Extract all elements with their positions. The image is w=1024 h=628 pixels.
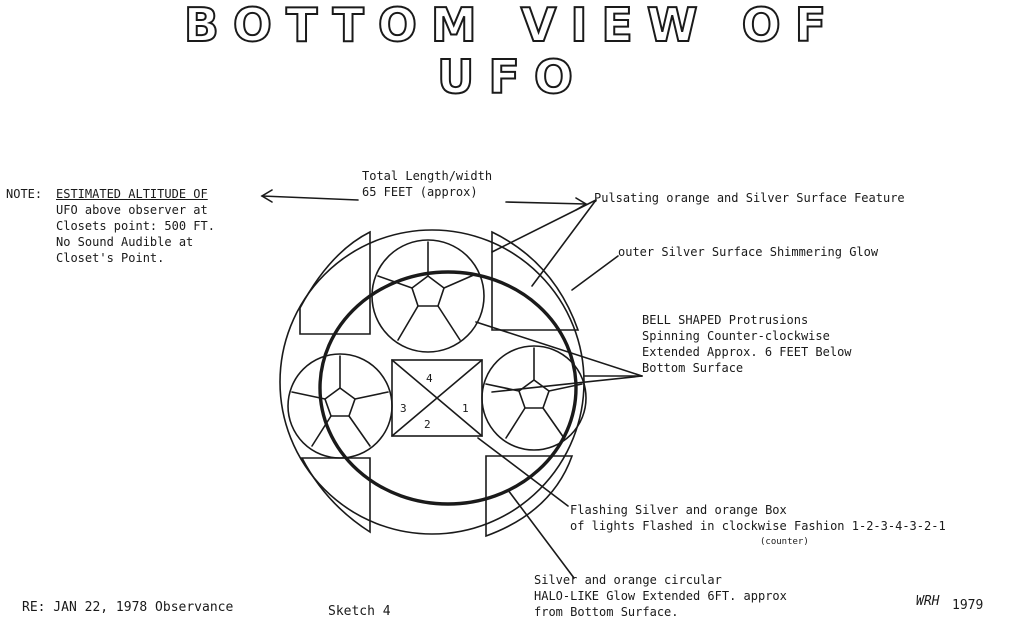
halo-glow-annotation: Silver and orange circular HALO-LIKE Glo…: [534, 572, 787, 620]
quadrant-panel-top-right: [491, 230, 580, 331]
bell-line: BELL SHAPED Protrusions: [642, 313, 809, 327]
signature-year: 1979: [952, 598, 984, 613]
flashing-box-annotation: Flashing Silver and orange Box of lights…: [570, 502, 946, 534]
signature: WRH: [916, 594, 940, 609]
note-line: Closets point: 500 FT.: [56, 219, 215, 233]
counter-note: (counter): [760, 537, 809, 547]
diagram-title-line-2: UFO: [436, 49, 587, 105]
note-line: UFO above observer at: [56, 203, 208, 217]
total-length-annotation: Total Length/width 65 FEET (approx): [362, 168, 492, 200]
flashing-line: Flashing Silver and orange Box: [570, 503, 787, 517]
note-line: No Sound Audible at: [56, 235, 194, 249]
halo-line: from Bottom Surface.: [534, 605, 679, 619]
pulsating-annotation: Pulsating orange and Silver Surface Feat…: [594, 191, 905, 205]
bell-line: Extended Approx. 6 FEET Below: [642, 345, 852, 359]
total-length-line: Total Length/width: [362, 169, 493, 183]
observance-date: RE: JAN 22, 1978 Observance: [22, 600, 234, 615]
quadrant-panel-bottom-left: [300, 457, 371, 534]
note-label: NOTE:: [6, 187, 43, 201]
outer-silver-annotation: outer Silver Surface Shimmering Glow: [618, 245, 879, 259]
halo-glow-ring: [318, 270, 578, 506]
quadrant-panel-bottom-right: [485, 455, 574, 538]
box-number-3: 3: [400, 402, 407, 415]
bell-line: Bottom Surface: [642, 361, 744, 375]
total-length-line: 65 FEET (approx): [362, 185, 478, 199]
bell-protrusion-top: [371, 239, 485, 353]
flashing-light-box: [391, 359, 483, 437]
note-text: ESTIMATED ALTITUDE OF UFO above observer…: [56, 186, 215, 266]
sketch-number: Sketch 4: [328, 604, 391, 619]
bell-protrusion-left: [287, 353, 393, 459]
halo-line: Silver and orange circular: [534, 573, 722, 587]
bell-protrusion-right: [481, 345, 587, 451]
bell-line: Spinning Counter-clockwise: [642, 329, 830, 343]
note-line: Closet's Point.: [56, 251, 165, 265]
halo-line: HALO-LIKE Glow Extended 6FT. approx: [534, 589, 787, 603]
bell-protrusions-annotation: BELL SHAPED Protrusions Spinning Counter…: [642, 312, 852, 376]
box-number-1: 1: [462, 402, 469, 415]
note-line: ESTIMATED ALTITUDE OF: [56, 187, 208, 201]
diagram-title-line-1: BOTTOM VIEW OF: [183, 0, 841, 53]
box-number-2: 2: [424, 418, 431, 431]
flashing-line: of lights Flashed in clockwise Fashion 1…: [570, 519, 946, 533]
box-number-4: 4: [426, 372, 433, 385]
quadrant-panel-top-left: [299, 230, 371, 335]
